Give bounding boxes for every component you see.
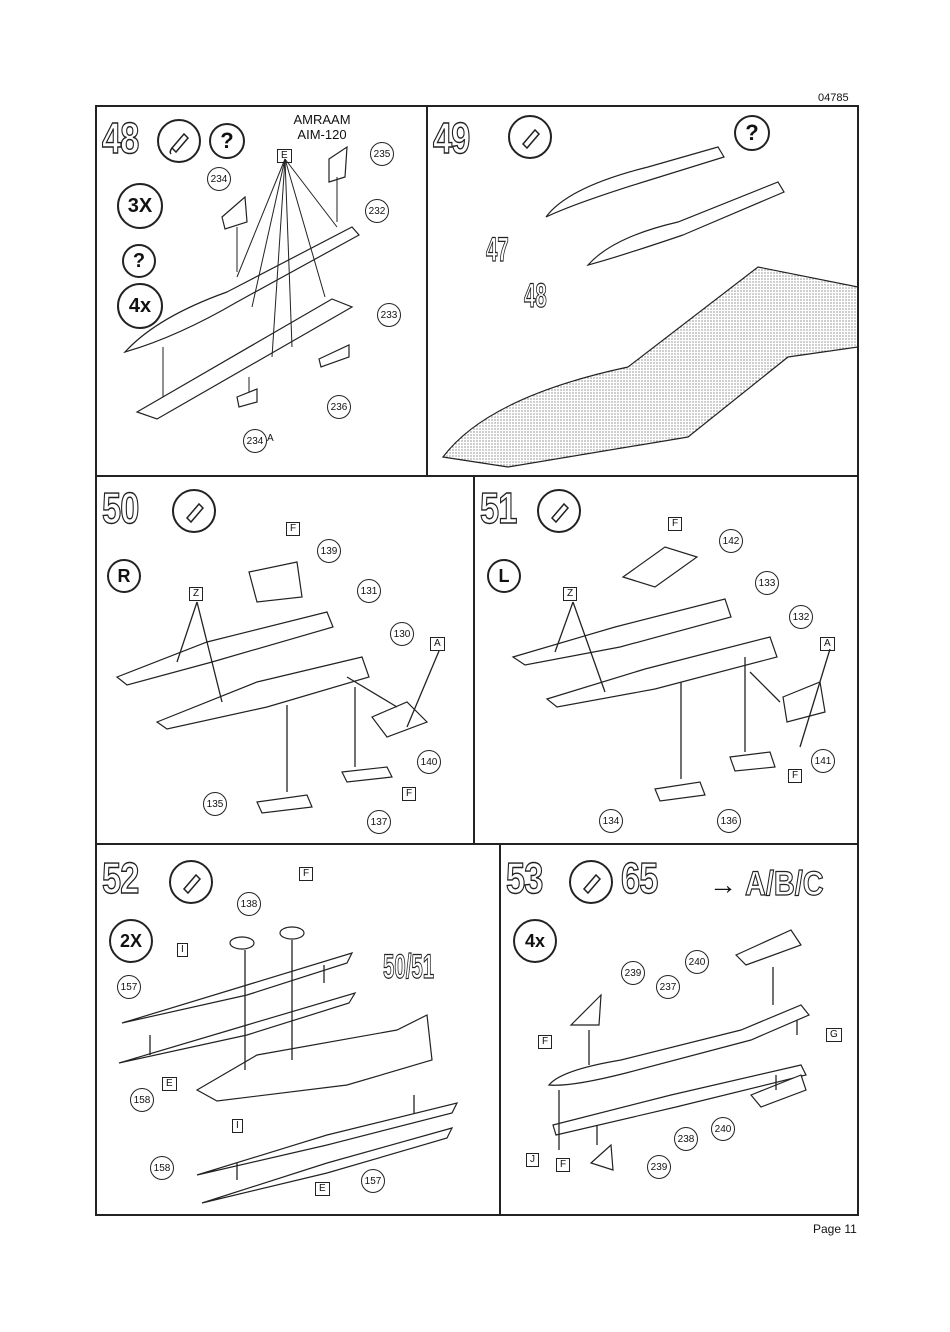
step-48-panel: 48 ? AMRAAM AIM-120 3X ? 4x E 235 234 23… (95, 105, 428, 477)
step-50-drawing (97, 477, 477, 847)
step-50-panel: 50 R F Z A F 139 131 130 140 135 137 (95, 475, 475, 845)
page-number: Page 11 (813, 1222, 857, 1236)
step-52-drawing (97, 845, 503, 1218)
step-53-drawing (501, 845, 861, 1218)
step-48-drawing (97, 107, 430, 479)
step-51-panel: 51 L F Z A F 142 133 132 141 134 136 (473, 475, 859, 845)
step-53-panel: 53 65 → A/B/C 4x F G J F 240 239 237 240… (499, 843, 859, 1216)
document-code: 04785 (818, 92, 849, 104)
step-51-drawing (475, 477, 861, 847)
step-49-drawing (428, 107, 861, 479)
step-49-panel: 49 ? 47 48 (426, 105, 859, 477)
step-52-panel: 52 2X 50/51 F I E I E 138 157 158 158 15… (95, 843, 501, 1216)
